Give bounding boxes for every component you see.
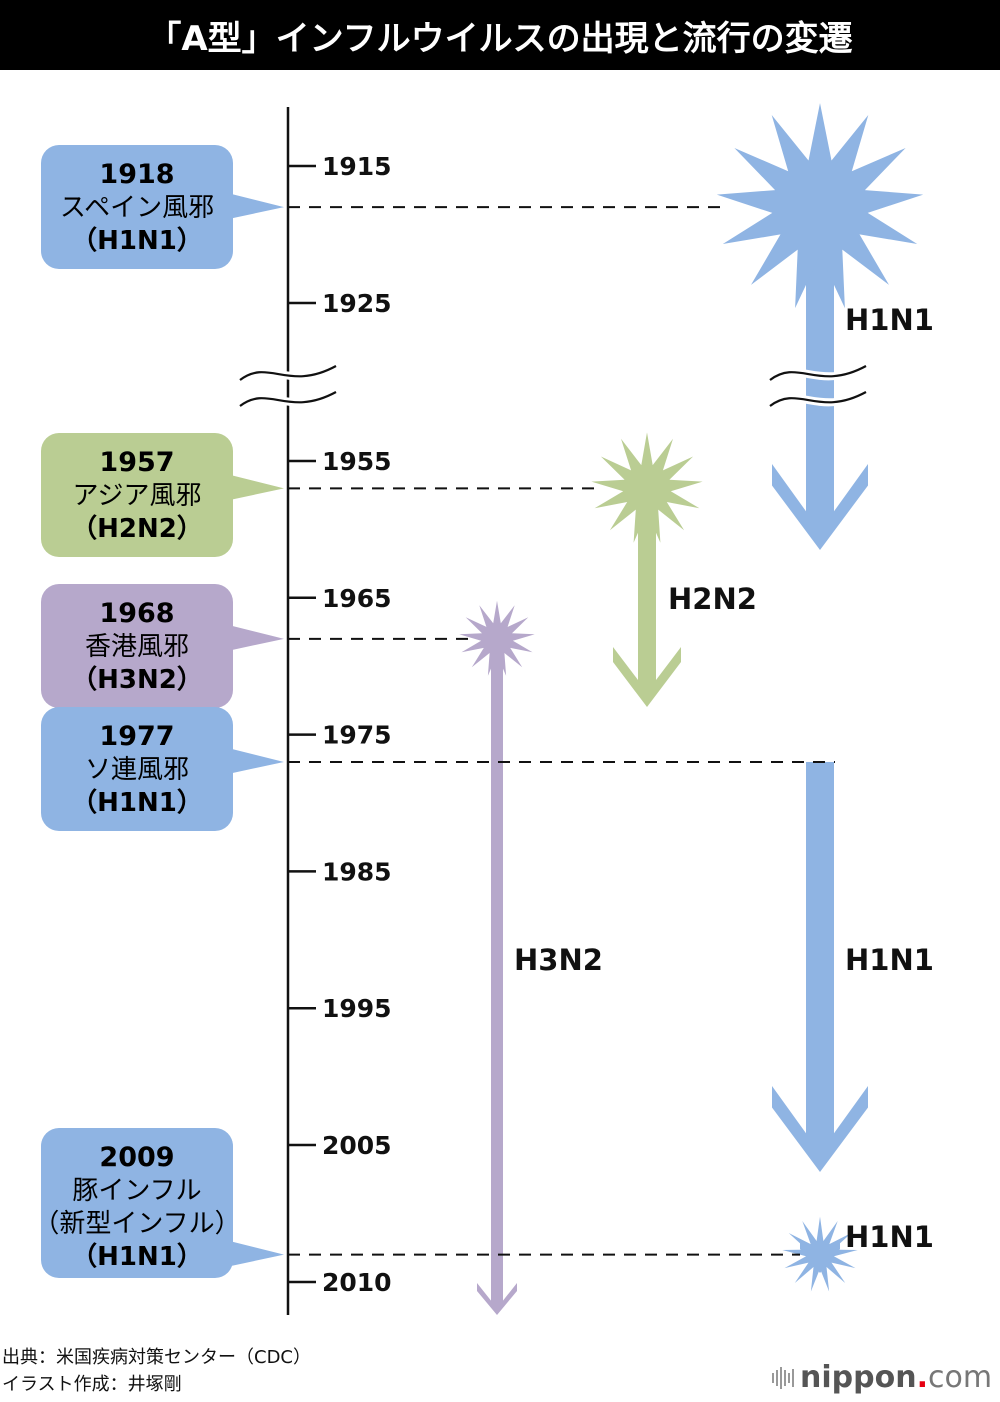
axis-tick-label: 1965 (322, 584, 392, 613)
axis-break-icon (769, 365, 867, 381)
event-year: 2009 (99, 1142, 174, 1173)
title-bar: 「A型」インフルウイルスの出現と流行の変遷 (0, 0, 1000, 70)
strain-label: H1N1 (845, 1220, 934, 1254)
source-credit: 出典：米国疾病対策センター（CDC） (2, 1347, 311, 1368)
arrow-head-icon (477, 1283, 517, 1315)
event-subtype: （H1N1） (71, 1242, 203, 1272)
illustration-credit: イラスト作成：井塚剛 (2, 1374, 182, 1395)
event-subtype: （H1N1） (71, 226, 203, 256)
arrow-shaft (638, 488, 656, 653)
event-subtype: （H3N2） (71, 665, 203, 695)
event-name: スペイン風邪 (60, 193, 214, 223)
event-subtype: （H1N1） (71, 788, 203, 818)
strain-label: H1N1 (845, 303, 934, 337)
event-name: ソ連風邪 (85, 755, 189, 785)
event-box (41, 1128, 233, 1278)
starburst-icon (459, 600, 535, 676)
event-year: 1968 (99, 598, 174, 629)
arrow-head-icon (772, 1086, 868, 1172)
arrow-head-icon (613, 647, 681, 707)
nippon-com-logo: nippon.com (772, 1360, 992, 1395)
axis-break-icon (239, 365, 337, 381)
starburst-icon (782, 1216, 858, 1292)
event-pointer (228, 1240, 284, 1267)
event-subtype: （H2N2） (71, 514, 203, 544)
strain-label: H3N2 (514, 943, 603, 977)
axis-break-icon (769, 391, 867, 407)
axis-tick-label: 1975 (322, 721, 392, 750)
event-name: 香港風邪 (85, 632, 189, 662)
arrow-head-icon (772, 464, 868, 550)
event-pointer (228, 474, 284, 501)
logo-word: nippon (800, 1360, 917, 1395)
event-box (41, 433, 233, 557)
arrow-shaft (491, 638, 503, 1289)
sound-wave-icon (772, 1366, 794, 1389)
page-title: 「A型」インフルウイルスの出現と流行の変遷 (147, 18, 853, 59)
strain-arrow-h2n2: H2N2 (591, 432, 757, 707)
axis-tick-label: 1955 (322, 447, 392, 476)
axis-tick-label: 2005 (322, 1131, 392, 1160)
axis-tick-label: 1995 (322, 994, 392, 1023)
starburst-icon (716, 103, 924, 309)
strain-arrow-h1n1: H1N1 (782, 1216, 934, 1292)
event-name: アジア風邪 (73, 481, 202, 511)
event-pointer (228, 624, 284, 651)
axis-tick-label: 1985 (322, 857, 392, 886)
event-pointer (228, 747, 284, 774)
event-box (41, 145, 233, 269)
event-box (41, 707, 233, 831)
footer: 出典：米国疾病対策センター（CDC） イラスト作成：井塚剛 (2, 1344, 311, 1398)
arrow-shaft (806, 761, 834, 1092)
axis-tick-label: 2010 (322, 1268, 392, 1297)
event-name: 豚インフル (72, 1176, 201, 1206)
event-year: 1957 (99, 447, 174, 478)
strain-arrow-h3n2: H3N2 (459, 600, 603, 1315)
event-pointer (228, 193, 284, 220)
axis-tick-label: 1925 (322, 289, 392, 318)
strain-arrow-h1n1: H1N1 (716, 103, 934, 550)
axis-break-icon (239, 391, 337, 407)
event-year: 1977 (99, 721, 174, 752)
logo-tld: com (927, 1360, 993, 1395)
event-extra: （新型インフル） (33, 1209, 240, 1239)
event-box (41, 584, 233, 708)
strain-label: H1N1 (845, 943, 934, 977)
axis-tick-label: 1915 (322, 152, 392, 181)
strain-label: H2N2 (668, 582, 757, 616)
strain-arrow-h1n1: H1N1 (772, 761, 934, 1172)
logo-dot: . (916, 1360, 928, 1395)
event-year: 1918 (99, 159, 174, 190)
starburst-icon (591, 432, 703, 543)
